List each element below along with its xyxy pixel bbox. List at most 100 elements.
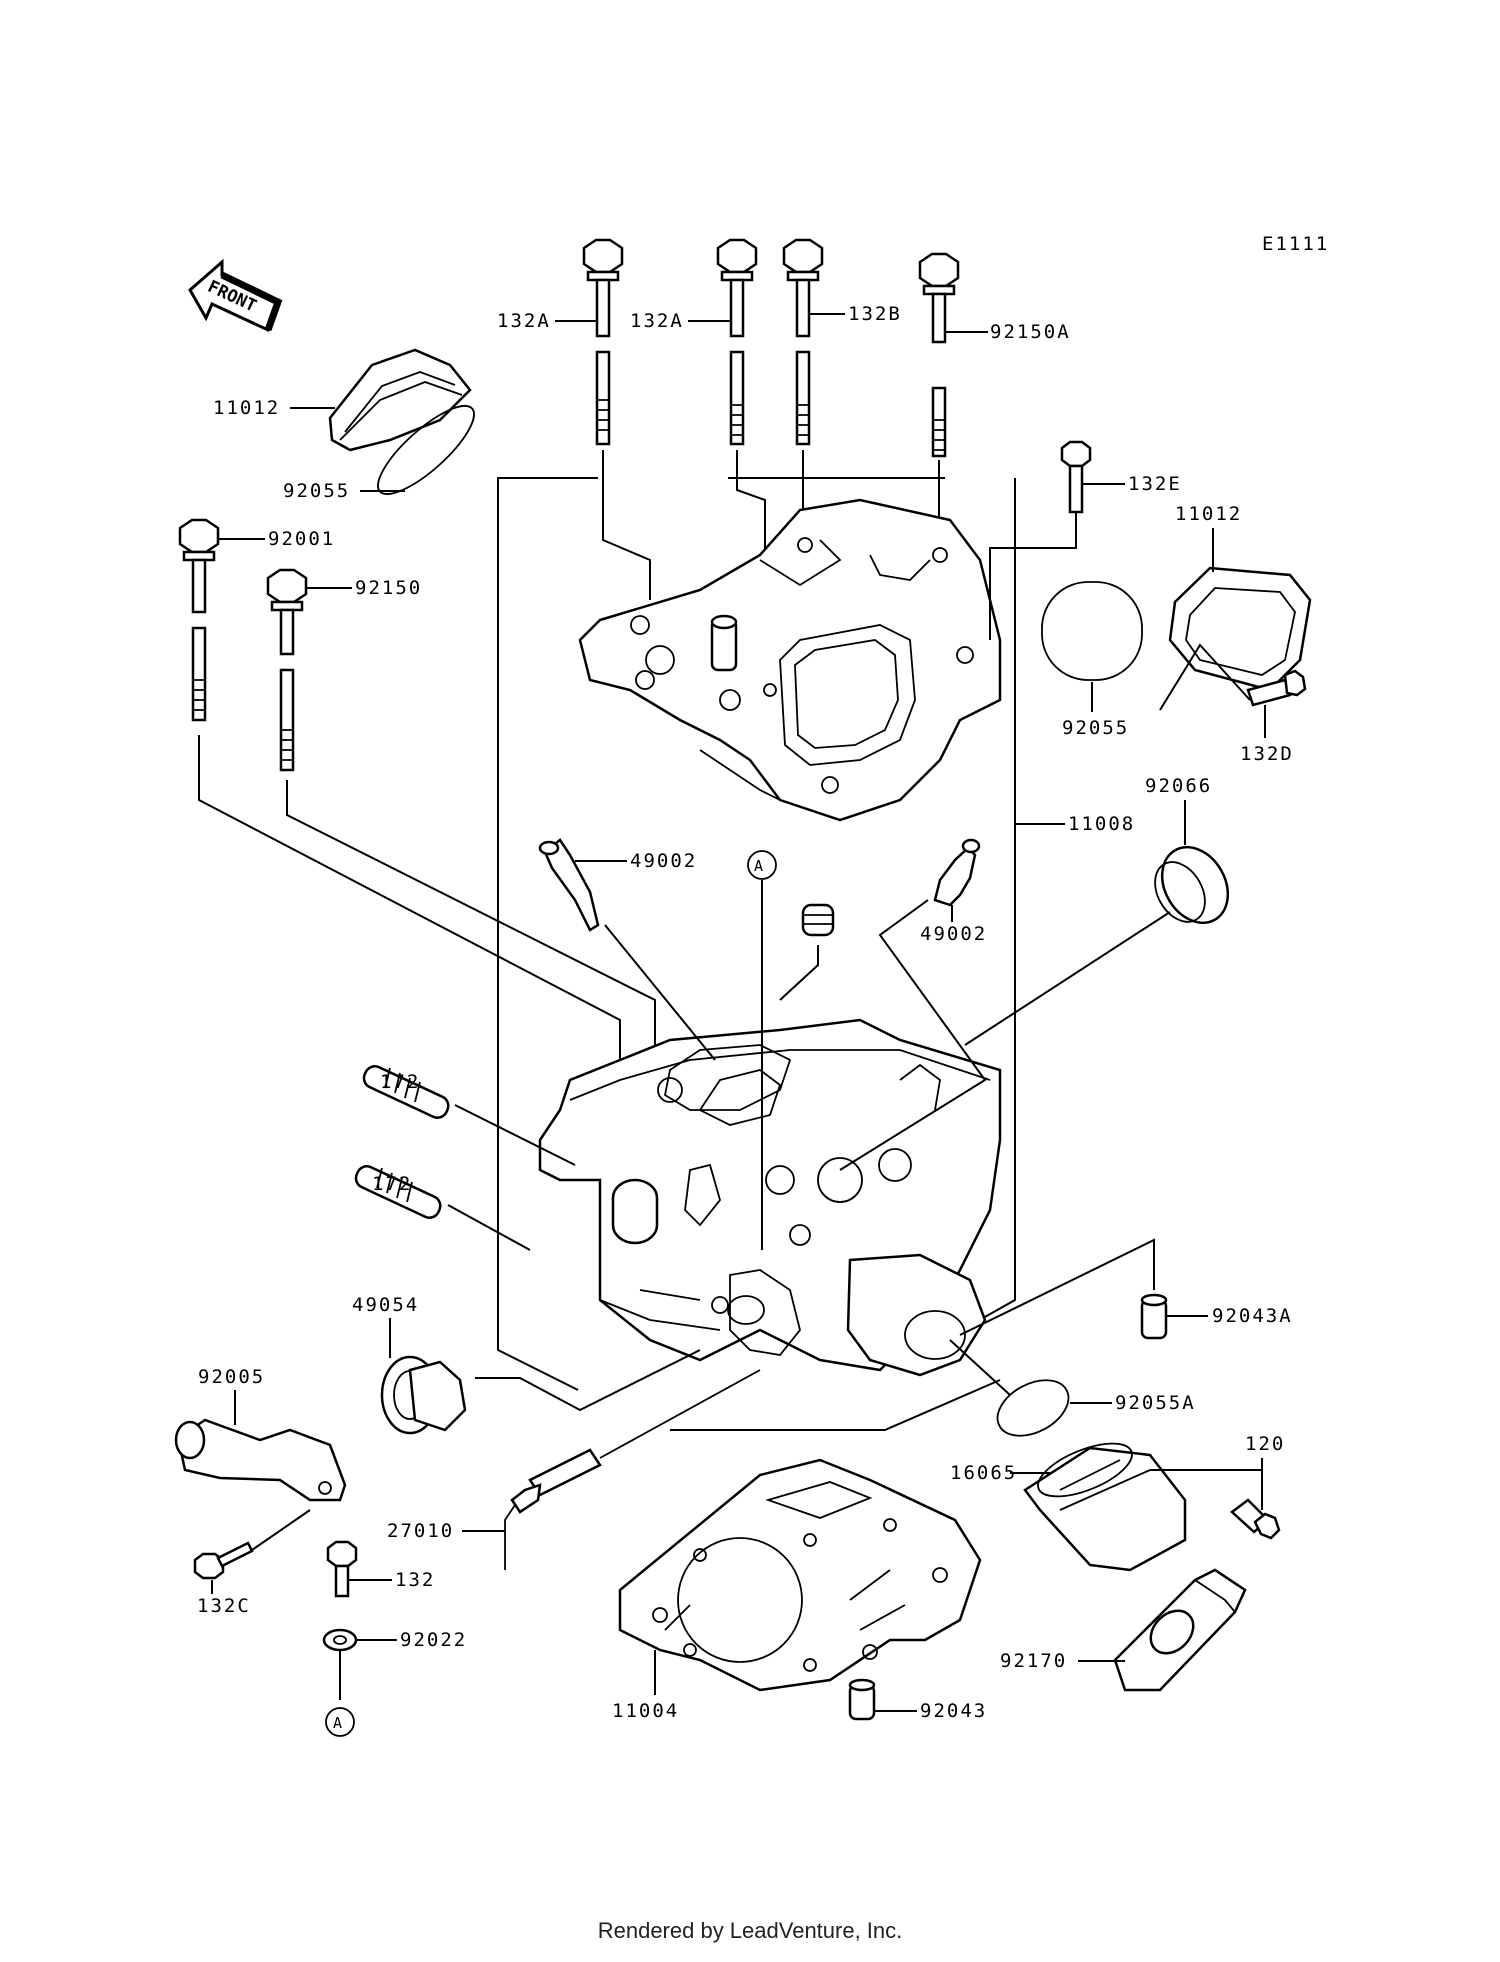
callout-label: 49002: [920, 923, 987, 945]
washer-92022: [322, 1628, 358, 1700]
callout-92150: 92150: [306, 577, 422, 599]
thermostat-49054: [380, 1349, 701, 1435]
callout-49002-right: 49002: [920, 905, 987, 945]
callout-49054: 49054: [352, 1294, 419, 1358]
callout-label: 92150: [355, 577, 422, 599]
callout-49002-left: 49002: [575, 850, 697, 872]
dowel-92043: [848, 1678, 876, 1721]
callout-label: 132D: [1240, 743, 1294, 765]
callout-label: 92055: [283, 480, 350, 502]
bolt-92150: [266, 568, 656, 1050]
callout-label: 172: [380, 1071, 420, 1093]
callout-92150a: 92150A: [945, 321, 1071, 343]
cylinder-head: [538, 1018, 1002, 1377]
callout-132c: 132C: [197, 1580, 251, 1617]
callout-label: 92055A: [1115, 1392, 1196, 1414]
callout-label: 27010: [387, 1520, 454, 1542]
callout-11012-left: 11012: [213, 397, 335, 419]
bolt-132a-mid: [716, 238, 766, 690]
callout-label: 132A: [497, 310, 551, 332]
spacer-top: [779, 903, 835, 1001]
intake-16065: [1023, 1442, 1187, 1572]
diagram-code: E1111: [1262, 233, 1329, 255]
bolt-132e: [989, 440, 1092, 640]
callout-92066: 92066: [1145, 775, 1210, 845]
bolt-132d: [1246, 669, 1307, 707]
callout-132d: 132D: [1159, 643, 1294, 765]
callout-label: 92043A: [1212, 1305, 1293, 1327]
callout-11008: 11008: [1015, 813, 1135, 835]
bolt-132b: [782, 238, 824, 540]
bolt-92150a: [918, 252, 960, 550]
stud-172-upper: [362, 1065, 576, 1166]
callout-92043a: 92043A: [1166, 1305, 1293, 1327]
sensor-27010: [504, 1369, 761, 1570]
clamp-92170: [1113, 1568, 1247, 1692]
callout-172-upper: 172: [380, 1071, 420, 1093]
callout-label: 11012: [213, 397, 280, 419]
plug-49002-left: [538, 838, 716, 1061]
callout-92001: 92001: [218, 528, 335, 550]
breather-cover-11012-left: [328, 348, 472, 452]
callout-11004: 11004: [612, 1650, 679, 1722]
callout-label: 92150A: [990, 321, 1071, 343]
callout-label: 132B: [848, 303, 902, 325]
callout-label: 92055: [1062, 717, 1129, 739]
svg-text:A: A: [754, 857, 763, 875]
callout-132e: 132E: [1082, 473, 1182, 495]
callout-label: 92022: [400, 1629, 467, 1651]
callout-27010: 27010: [387, 1520, 505, 1542]
callout-92055a: 92055A: [1070, 1392, 1196, 1414]
callout-label: 11008: [1068, 813, 1135, 835]
water-pipe-92005: [174, 1418, 347, 1502]
stud-172-lower: [354, 1165, 531, 1251]
callout-label: 132C: [197, 1595, 251, 1617]
callout-label: 132: [395, 1569, 435, 1591]
plug-49002-right: [839, 838, 987, 1171]
callout-132a-mid: 132A: [630, 310, 731, 332]
front-arrow-icon: FRONT: [188, 258, 283, 333]
callout-label: 120: [1245, 1433, 1285, 1455]
cap-92066: [964, 846, 1230, 1046]
callout-label: 49002: [630, 850, 697, 872]
callout-label: 132A: [630, 310, 684, 332]
o-ring-92055-right: [1041, 581, 1143, 681]
callout-label: 92170: [1000, 1650, 1067, 1672]
callout-92022: 92022: [356, 1629, 467, 1651]
cap-a-top: A: [747, 850, 777, 1250]
callout-16065: 16065: [950, 1462, 1050, 1484]
callout-92170: 92170: [1000, 1650, 1125, 1672]
bolt-132a-left: [582, 238, 651, 600]
callout-label: 11012: [1175, 503, 1242, 525]
bolt-132: [326, 1540, 358, 1598]
cap-a-bottom: A: [325, 1707, 355, 1737]
callout-92005: 92005: [198, 1366, 265, 1425]
callout-11012-right: 11012: [1175, 503, 1242, 572]
footer-credit: Rendered by LeadVenture, Inc.: [597, 1918, 903, 1943]
callout-92055-right: 92055: [1062, 682, 1129, 739]
callout-132b: 132B: [809, 303, 902, 325]
callout-92043: 92043: [874, 1700, 987, 1722]
callout-label: 92043: [920, 1700, 987, 1722]
callout-label: 92005: [198, 1366, 265, 1388]
callout-label: 16065: [950, 1462, 1017, 1484]
callout-172-lower: 172: [372, 1173, 412, 1195]
callout-92055-left: 92055: [283, 480, 405, 502]
callout-label: 132E: [1128, 473, 1182, 495]
bolt-120: [1230, 1498, 1281, 1540]
callout-120: 120: [1150, 1433, 1285, 1510]
callout-label: 172: [372, 1173, 412, 1195]
callout-label: 92001: [268, 528, 335, 550]
dowel-92043a: [959, 1238, 1168, 1340]
svg-text:A: A: [333, 1714, 342, 1732]
cover-11012-right: [1168, 566, 1312, 692]
gasket-11004: [618, 1458, 982, 1692]
callout-132: 132: [348, 1569, 435, 1591]
callout-132a-left: 132A: [497, 310, 597, 332]
cylinder-head-cover: [578, 498, 1002, 822]
o-ring-92055a: [949, 1339, 1070, 1437]
callout-label: 11004: [612, 1700, 679, 1722]
callout-label: 49054: [352, 1294, 419, 1316]
bolt-132c: [193, 1509, 311, 1580]
